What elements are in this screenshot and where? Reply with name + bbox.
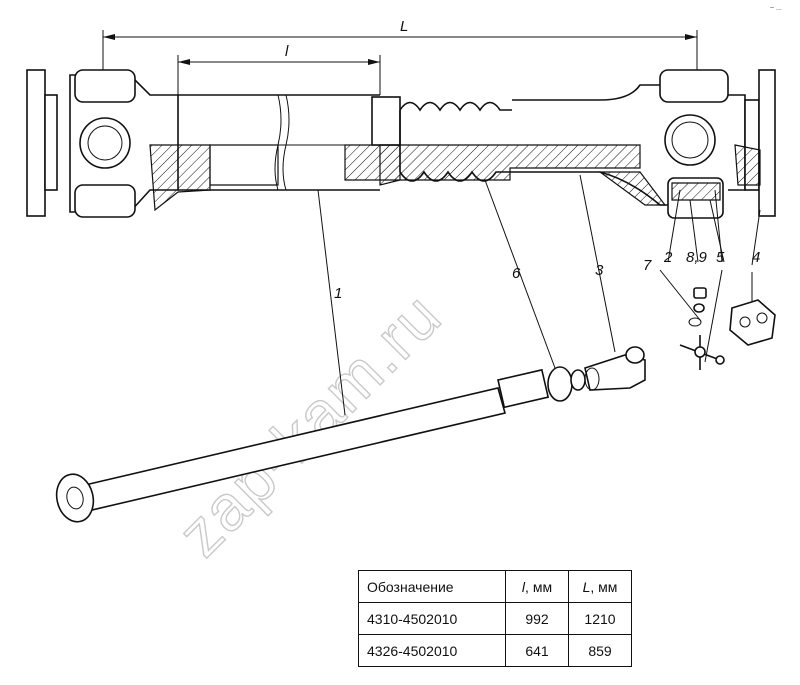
cross-part-5: [679, 335, 725, 370]
shaft-assembly-section: [26, 69, 776, 219]
shaft-part-1: [55, 368, 550, 523]
row-1-L: 1210: [568, 602, 632, 635]
seal-parts-7-8-9: [688, 287, 707, 327]
row-1-designation: 4310-4502010: [358, 602, 506, 635]
callout-4: 4: [752, 249, 760, 266]
col-l-symbol: l: [521, 578, 526, 595]
row-2-l: 641: [505, 634, 569, 667]
col-designation: Обозначение: [358, 570, 506, 603]
table-row: 4326-4502010 641 859: [358, 634, 632, 667]
spec-table: Обозначение l, мм L, мм 4310-4502010 992…: [358, 570, 632, 667]
sliding-yoke-part-3: [584, 346, 646, 391]
bushing-part-6: [547, 366, 586, 402]
callout-5: 5: [716, 249, 725, 266]
callout-8-9: 8,9: [686, 249, 708, 266]
col-l: l, мм: [505, 570, 569, 603]
dimension-l: l: [177, 43, 381, 95]
col-L: L, мм: [568, 570, 632, 603]
col-L-unit: , мм: [590, 578, 618, 595]
row-2-designation: 4326-4502010: [358, 634, 506, 667]
dimension-L: L: [102, 18, 698, 72]
callout-7: 7: [643, 257, 652, 274]
leader-lines: [317, 174, 761, 416]
row-1-l: 992: [505, 602, 569, 635]
flange-yoke-part-4: [729, 299, 776, 346]
dimension-L-label: L: [400, 18, 408, 35]
table-row: 4310-4502010 992 1210: [358, 602, 632, 635]
callout-2: 2: [663, 249, 673, 266]
callout-3: 3: [595, 262, 604, 279]
spec-table-header: Обозначение l, мм L, мм: [358, 570, 632, 603]
corner-mark: ~ ...: [770, 5, 782, 12]
col-l-unit: , мм: [525, 578, 553, 595]
dimension-l-label: l: [285, 43, 289, 60]
row-2-L: 859: [568, 634, 632, 667]
col-L-symbol: L: [582, 578, 591, 595]
callout-6: 6: [512, 265, 521, 282]
callout-1: 1: [334, 285, 342, 302]
